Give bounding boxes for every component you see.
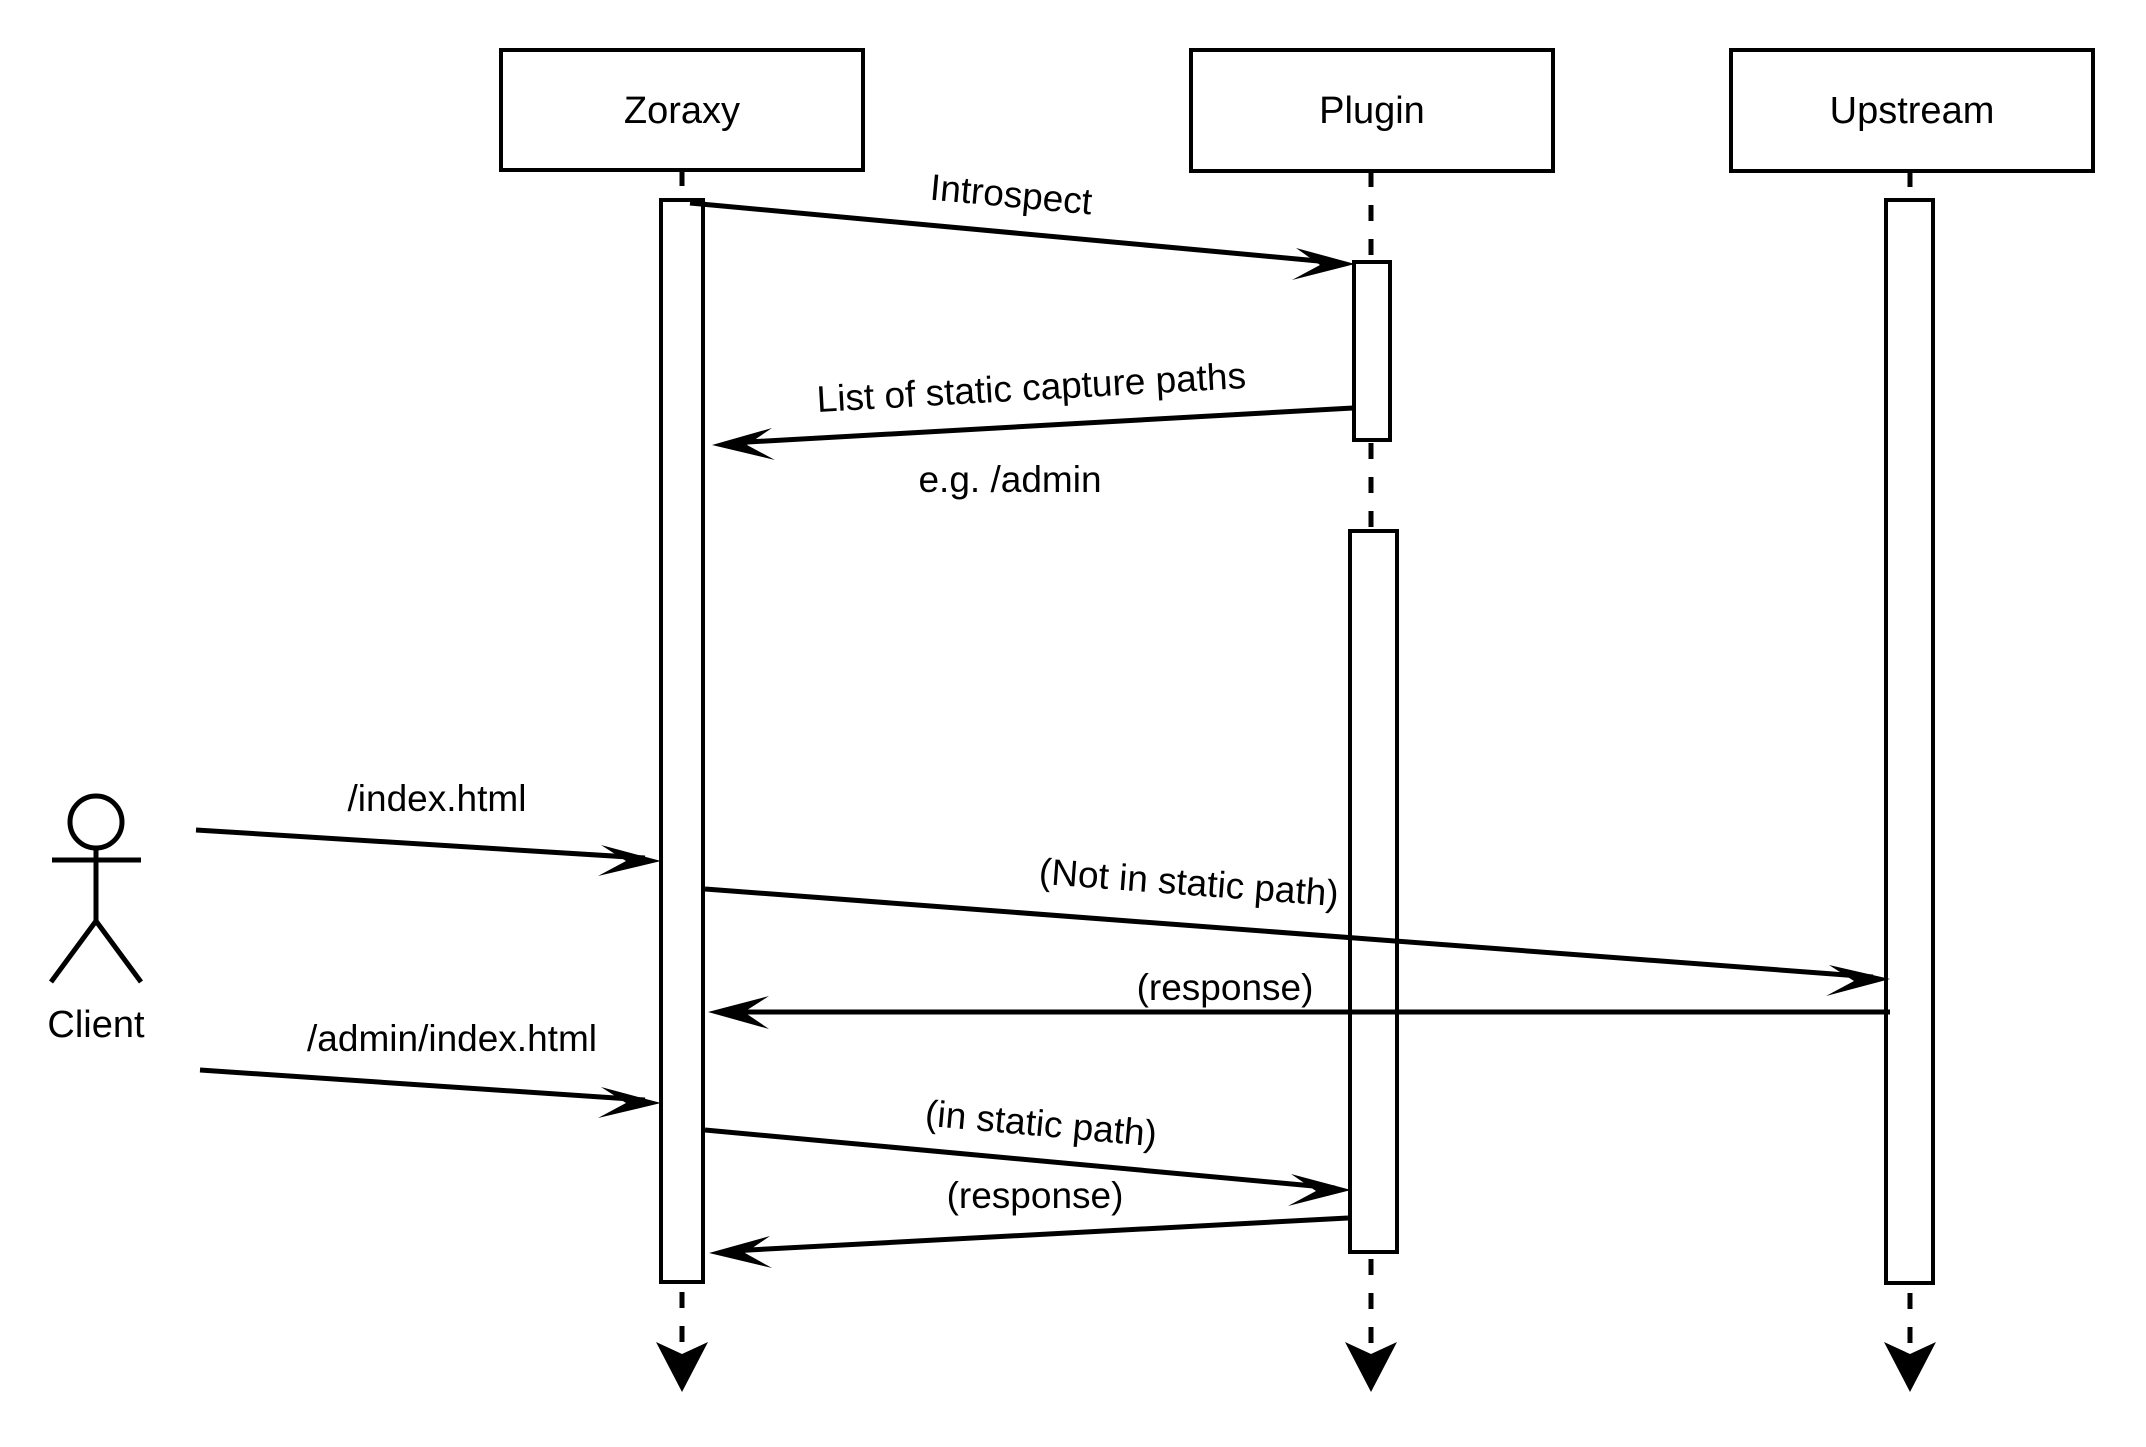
actor-head-icon	[67, 793, 125, 851]
lifeline-end-arrow-zoraxy	[656, 1342, 708, 1392]
message-line-static-paths	[729, 405, 1354, 446]
message-label-plugin-response: (response)	[947, 1175, 1124, 1216]
message-label-upstream-response: (response)	[1137, 967, 1314, 1008]
message-arrowhead-in-static-path	[1288, 1174, 1351, 1206]
activation-bar-zoraxy[interactable]	[659, 198, 705, 1284]
message-arrowhead-upstream-response	[708, 996, 769, 1029]
message-static-paths[interactable]: List of static capture paths e.g. /admin	[712, 355, 1354, 500]
participant-label-plugin: Plugin	[1319, 90, 1425, 132]
message-admin-index-html[interactable]: /admin/index.html	[199, 1018, 661, 1118]
message-line-introspect	[689, 200, 1341, 266]
message-index-html[interactable]: /index.html	[195, 778, 661, 876]
message-label-index-html: /index.html	[348, 778, 527, 819]
participant-zoraxy[interactable]: Zoraxy	[499, 48, 865, 172]
message-line-index-html	[195, 827, 646, 861]
message-arrowhead-not-in-static-path	[1826, 965, 1890, 996]
actor-left-leg-line	[48, 919, 99, 984]
message-label-in-static-path: (in static path)	[924, 1093, 1159, 1155]
lifeline-end-arrow-plugin	[1345, 1342, 1397, 1392]
participant-label-zoraxy: Zoraxy	[624, 90, 740, 132]
participant-box-plugin[interactable]	[1189, 48, 1555, 173]
participant-label-upstream: Upstream	[1830, 90, 1995, 132]
participant-label-client: Client	[47, 1004, 145, 1046]
lifeline-terminators	[656, 1342, 1936, 1392]
message-label-not-in-static-path: (Not in static path)	[1038, 851, 1340, 914]
activation-bar-plugin-introspect[interactable]	[1352, 260, 1392, 442]
message-arrowhead-admin-index-html	[598, 1087, 661, 1118]
lifeline-end-arrow-upstream	[1884, 1342, 1936, 1392]
message-arrowhead-plugin-response	[709, 1236, 772, 1268]
message-line-plugin-response	[729, 1215, 1349, 1254]
message-arrowhead-static-paths	[712, 428, 775, 460]
activation-bar-upstream[interactable]	[1884, 198, 1935, 1285]
participant-plugin[interactable]: Plugin	[1189, 48, 1555, 173]
message-line-in-static-path	[704, 1127, 1336, 1191]
participant-upstream[interactable]: Upstream	[1729, 48, 2095, 173]
message-arrowhead-index-html	[598, 845, 661, 876]
participant-client[interactable]: Client	[47, 793, 145, 1046]
activation-bar-plugin-serve[interactable]	[1348, 529, 1399, 1254]
message-arrowhead-introspect	[1292, 248, 1355, 280]
message-label-introspect: Introspect	[928, 167, 1094, 223]
message-line-not-in-static-path	[704, 886, 1874, 980]
message-line-admin-index-html	[199, 1067, 646, 1103]
message-plugin-response[interactable]: (response)	[709, 1175, 1349, 1268]
message-introspect[interactable]: Introspect	[689, 167, 1355, 280]
message-label-static-paths-example: e.g. /admin	[918, 459, 1101, 500]
message-upstream-response[interactable]: (response)	[708, 967, 1890, 1029]
participant-box-upstream[interactable]	[1729, 48, 2095, 173]
participant-box-zoraxy[interactable]	[499, 48, 865, 172]
message-label-admin-index-html: /admin/index.html	[307, 1018, 597, 1059]
actor-right-leg-line	[93, 919, 144, 984]
activation-bars-group	[659, 198, 1935, 1285]
message-label-static-paths: List of static capture paths	[816, 355, 1247, 420]
